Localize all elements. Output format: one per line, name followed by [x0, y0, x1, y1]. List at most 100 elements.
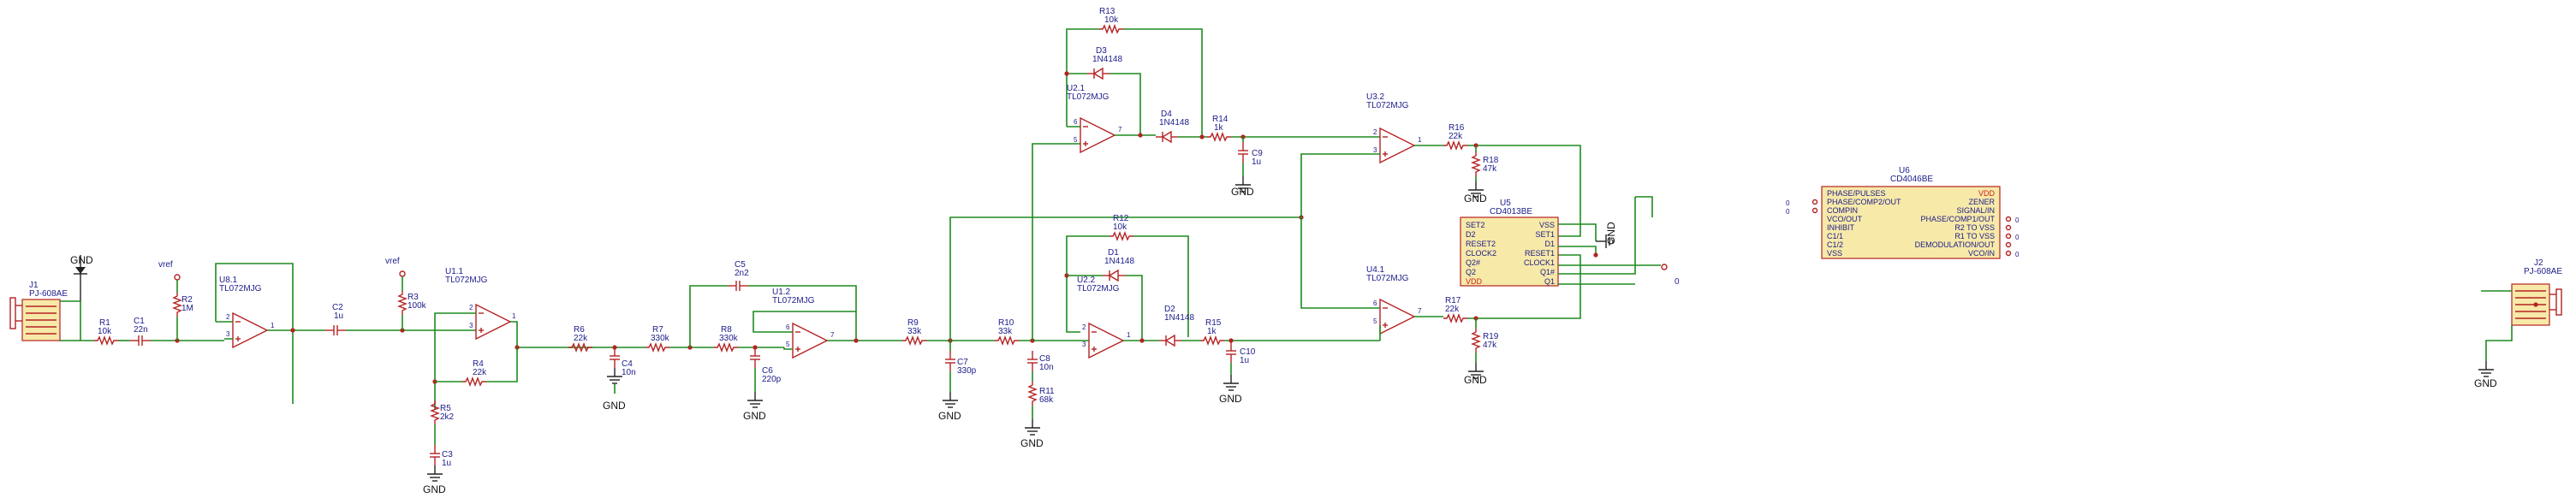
- r18-ref: R18: [1483, 156, 1499, 165]
- capacitor-c4: C4 10n: [609, 347, 636, 377]
- opamp-u1-1: U1.1 TL072MJG 231: [445, 267, 516, 340]
- opamp-u3-2: U3.2 TL072MJG 231: [1366, 92, 1422, 163]
- gnd-label: GND: [938, 410, 961, 422]
- capacitor-c7: C7 330p: [944, 350, 977, 376]
- r5-ref: R5: [440, 404, 451, 413]
- c10-value: 1u: [1240, 356, 1249, 365]
- resistor-r9: R9 33k: [901, 318, 927, 345]
- gnd-c10: GND: [1219, 374, 1242, 405]
- capacitor-c8: C8 10n: [1026, 350, 1054, 372]
- r13-ref: R13: [1099, 7, 1115, 16]
- svg-text:3: 3: [1082, 341, 1086, 348]
- r8-ref: R8: [721, 325, 732, 335]
- u2-1-ref: U2.1: [1067, 84, 1086, 93]
- resistor-r15: R15 1k: [1199, 318, 1225, 345]
- svg-text:1: 1: [1127, 331, 1131, 339]
- r1-ref: R1: [99, 318, 110, 328]
- r14-ref: R14: [1212, 115, 1229, 124]
- svg-text:3: 3: [226, 330, 230, 338]
- r6-value: 22k: [574, 334, 588, 343]
- u1-1-ref: U1.1: [445, 267, 464, 276]
- svg-text:0: 0: [2015, 234, 2020, 241]
- u5-pin: Q2: [1466, 268, 1476, 276]
- svg-text:2: 2: [226, 313, 230, 321]
- u6-pin: PHASE/PULSES: [1827, 189, 1886, 198]
- u6-ref: U6: [1899, 166, 1910, 175]
- r16-value: 22k: [1449, 132, 1463, 141]
- u5-pin: VSS: [1539, 221, 1555, 229]
- r15-value: 1k: [1207, 327, 1217, 336]
- u5-pin: Q1#: [1540, 268, 1555, 276]
- c10-ref: C10: [1240, 347, 1256, 357]
- svg-text:0: 0: [2015, 216, 2020, 224]
- gnd-label: GND: [603, 400, 626, 412]
- u5-pin: SET2: [1466, 221, 1485, 229]
- svg-text:2: 2: [1373, 128, 1377, 136]
- jack-j2: J2 PJ-608AE: [2511, 258, 2562, 326]
- u6-pin: ZENER: [1968, 198, 1995, 206]
- u5-pin: SET1: [1535, 230, 1555, 239]
- diode-d2: D2 1N4148: [1158, 305, 1194, 347]
- u5-pin: CLOCK1: [1524, 258, 1555, 267]
- resistor-r19: R19 47k: [1472, 328, 1499, 353]
- r17-value: 22k: [1445, 305, 1460, 314]
- gnd-r11: GND: [1020, 418, 1044, 449]
- u5-pin: RESET1: [1525, 249, 1555, 258]
- gnd-j1: GND: [70, 254, 93, 301]
- diode-d4: D4 1N4148: [1155, 110, 1189, 143]
- capacitor-c10: C10 1u: [1225, 341, 1256, 365]
- u8-1-value: TL072MJG: [219, 284, 262, 294]
- svg-text:0: 0: [1786, 199, 1790, 207]
- u6-pin: C1/1: [1827, 232, 1843, 240]
- c2-ref: C2: [332, 303, 343, 312]
- opamp-u2-2: U2.2 TL072MJG 231: [1077, 276, 1131, 359]
- svg-text:6: 6: [1074, 118, 1078, 126]
- c3-ref: C3: [442, 450, 453, 460]
- svg-text:6: 6: [786, 323, 790, 331]
- svg-text:1: 1: [1418, 136, 1422, 144]
- u6-pin: VCO/OUT: [1827, 215, 1863, 223]
- u5-pin: D2: [1466, 230, 1476, 239]
- j1-value: PJ-608AE: [29, 289, 68, 299]
- j2-ref: J2: [2534, 258, 2543, 268]
- r3-value: 100k: [408, 301, 427, 311]
- capacitor-c1: C1 22n: [129, 317, 152, 347]
- gnd-r18: GND: [1464, 181, 1487, 205]
- diode-d1: D1 1N4148: [1102, 248, 1134, 282]
- r11-value: 68k: [1039, 395, 1054, 405]
- svg-text:7: 7: [830, 331, 835, 339]
- d1-value: 1N4148: [1104, 257, 1134, 266]
- vref-label-2: vref: [385, 257, 400, 266]
- gnd-label: GND: [1605, 222, 1617, 245]
- u1-1-value: TL072MJG: [445, 276, 488, 285]
- resistor-r3: vref R3 100k: [385, 257, 427, 330]
- u6-pin: DEMODULATION/OUT: [1915, 240, 1996, 249]
- svg-text:3: 3: [1373, 146, 1377, 154]
- resistor-r6: R6 22k: [568, 325, 593, 352]
- c5-ref: C5: [735, 260, 746, 270]
- r4-ref: R4: [473, 359, 484, 369]
- resistor-r5: R5 2k2: [431, 400, 455, 425]
- r19-ref: R19: [1483, 332, 1499, 341]
- r13-value: 10k: [1104, 15, 1119, 25]
- u4-1-ref: U4.1: [1366, 265, 1385, 275]
- r2-ref: R2: [181, 295, 193, 305]
- gnd-label: GND: [1219, 393, 1242, 405]
- c4-ref: C4: [622, 359, 633, 369]
- c7-ref: C7: [957, 358, 968, 367]
- u6-pin: SIGNAL/IN: [1956, 206, 1995, 215]
- svg-text:5: 5: [1074, 136, 1078, 144]
- u6-pin: VSS: [1827, 249, 1842, 258]
- d3-ref: D3: [1096, 46, 1107, 56]
- r16-ref: R16: [1449, 123, 1465, 133]
- u3-2-ref: U3.2: [1366, 92, 1385, 102]
- r10-ref: R10: [998, 318, 1014, 328]
- u6-pin: R1 TO VSS: [1954, 232, 1995, 240]
- gnd-label: GND: [1231, 186, 1254, 198]
- c2-value: 1u: [334, 311, 343, 321]
- gnd-label: GND: [423, 483, 446, 495]
- svg-text:1: 1: [512, 312, 516, 320]
- opamp-u4-1: U4.1 TL072MJG 657: [1366, 265, 1422, 335]
- c3-value: 1u: [442, 459, 451, 468]
